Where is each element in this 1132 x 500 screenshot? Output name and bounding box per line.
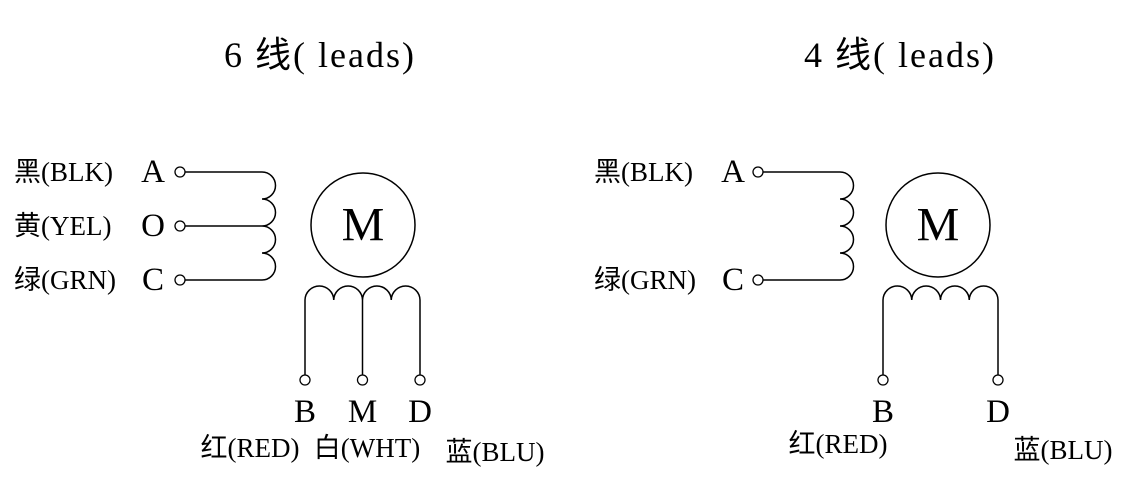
lead-row-yellow: 黄(YEL) O <box>14 208 262 244</box>
terminal-dot-a-4 <box>752 166 764 178</box>
terminal-letter-a: A <box>141 154 165 190</box>
lead-row-green: 绿(GRN) C <box>14 262 262 298</box>
terminal-dot-c <box>174 274 186 286</box>
lead-color-label-black-4: 黑(BLK) <box>594 157 693 187</box>
lead-row-black: 黑(BLK) A <box>14 154 262 190</box>
bottom-color-blue-4: 蓝(BLU) <box>1014 435 1113 465</box>
bottom-terminal-d: D <box>408 394 432 430</box>
terminal-dot-o <box>174 220 186 232</box>
lead-row-green-4: 绿(GRN) C <box>594 262 840 298</box>
bottom-color-white: 白(WHT) <box>314 433 420 463</box>
terminal-dot-b <box>299 374 311 386</box>
terminal-dot-d-4 <box>992 374 1004 386</box>
terminal-dot-d <box>414 374 426 386</box>
bottom-color-red-4: 红(RED) <box>789 429 888 459</box>
lead-row-black-4: 黑(BLK) A <box>594 154 840 190</box>
bottom-coil <box>304 285 421 301</box>
lead-color-label-yellow: 黄(YEL) <box>14 211 111 241</box>
bottom-terminal-b-4: B <box>872 394 894 430</box>
six-lead-diagram: 6 线( leads) 黑(BLK) A 黄(YEL) O 绿(GRN) C M <box>14 35 544 467</box>
four-lead-title: 4 线( leads) <box>804 35 996 75</box>
bottom-terminal-m: M <box>348 394 377 430</box>
lead-color-label-green-4: 绿(GRN) <box>594 265 696 295</box>
terminal-letter-o: O <box>141 208 165 244</box>
vertical-coil <box>261 171 277 281</box>
terminal-letter-c-4: C <box>722 262 744 298</box>
motor-circle-4 <box>885 172 991 278</box>
terminal-dot-a <box>174 166 186 178</box>
motor-circle <box>310 172 416 278</box>
bottom-color-red: 红(RED) <box>201 433 300 463</box>
terminal-dot-m <box>356 374 369 386</box>
six-lead-title: 6 线( leads) <box>224 35 416 75</box>
motor-label-4: M <box>917 199 960 252</box>
bottom-coil-4 <box>882 285 999 301</box>
motor-label: M <box>342 199 385 252</box>
bottom-terminal-b: B <box>294 394 316 430</box>
terminal-letter-c: C <box>142 262 164 298</box>
lead-color-label-green: 绿(GRN) <box>14 265 116 295</box>
bottom-color-blue: 蓝(BLU) <box>446 437 545 467</box>
terminal-dot-b-4 <box>877 374 889 386</box>
four-lead-diagram: 4 线( leads) 黑(BLK) A 绿(GRN) C M B D <box>594 35 1112 465</box>
lead-color-label-black: 黑(BLK) <box>14 157 113 187</box>
bottom-terminal-d-4: D <box>986 394 1010 430</box>
terminal-dot-c-4 <box>752 274 764 286</box>
terminal-letter-a-4: A <box>721 154 745 190</box>
vertical-coil-4 <box>839 171 855 281</box>
